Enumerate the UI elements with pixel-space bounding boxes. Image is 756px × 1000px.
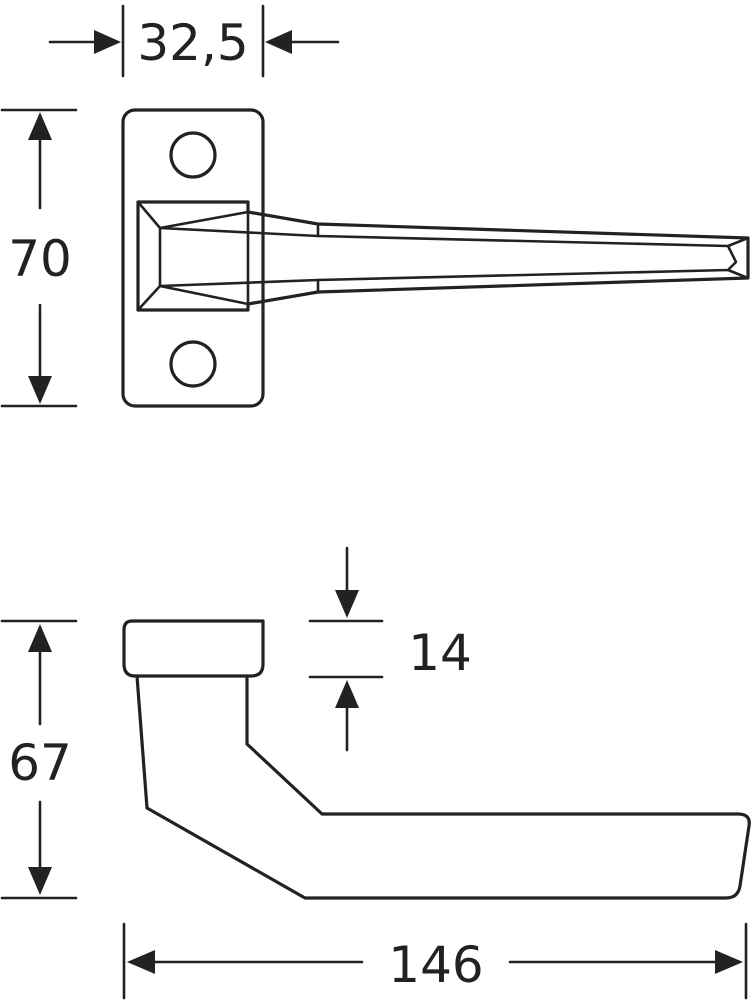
rose-thickness-label: 14: [408, 624, 472, 682]
screw-hole-top: [169, 131, 217, 179]
handle-height-label: 67: [8, 734, 72, 792]
dimension-handle-length: 146: [122, 922, 748, 1000]
lever-top-view: [136, 200, 750, 312]
side-view: 14 67 146: [0, 546, 751, 1000]
dimension-handle-height: 67: [0, 619, 78, 900]
rose-side: [122, 619, 265, 678]
screw-hole-bottom: [169, 340, 217, 388]
rose-plate: [121, 108, 265, 408]
dimension-rose-width: 32,5: [48, 4, 340, 78]
rose-height-label: 70: [8, 230, 72, 288]
lever-side-view: [135, 674, 751, 900]
rose-width-label: 32,5: [137, 14, 248, 72]
top-view: 32,5 70: [0, 4, 750, 408]
dimension-rose-height: 70: [0, 108, 78, 408]
dimension-rose-thickness: 14: [308, 546, 472, 752]
handle-length-label: 146: [388, 936, 483, 994]
